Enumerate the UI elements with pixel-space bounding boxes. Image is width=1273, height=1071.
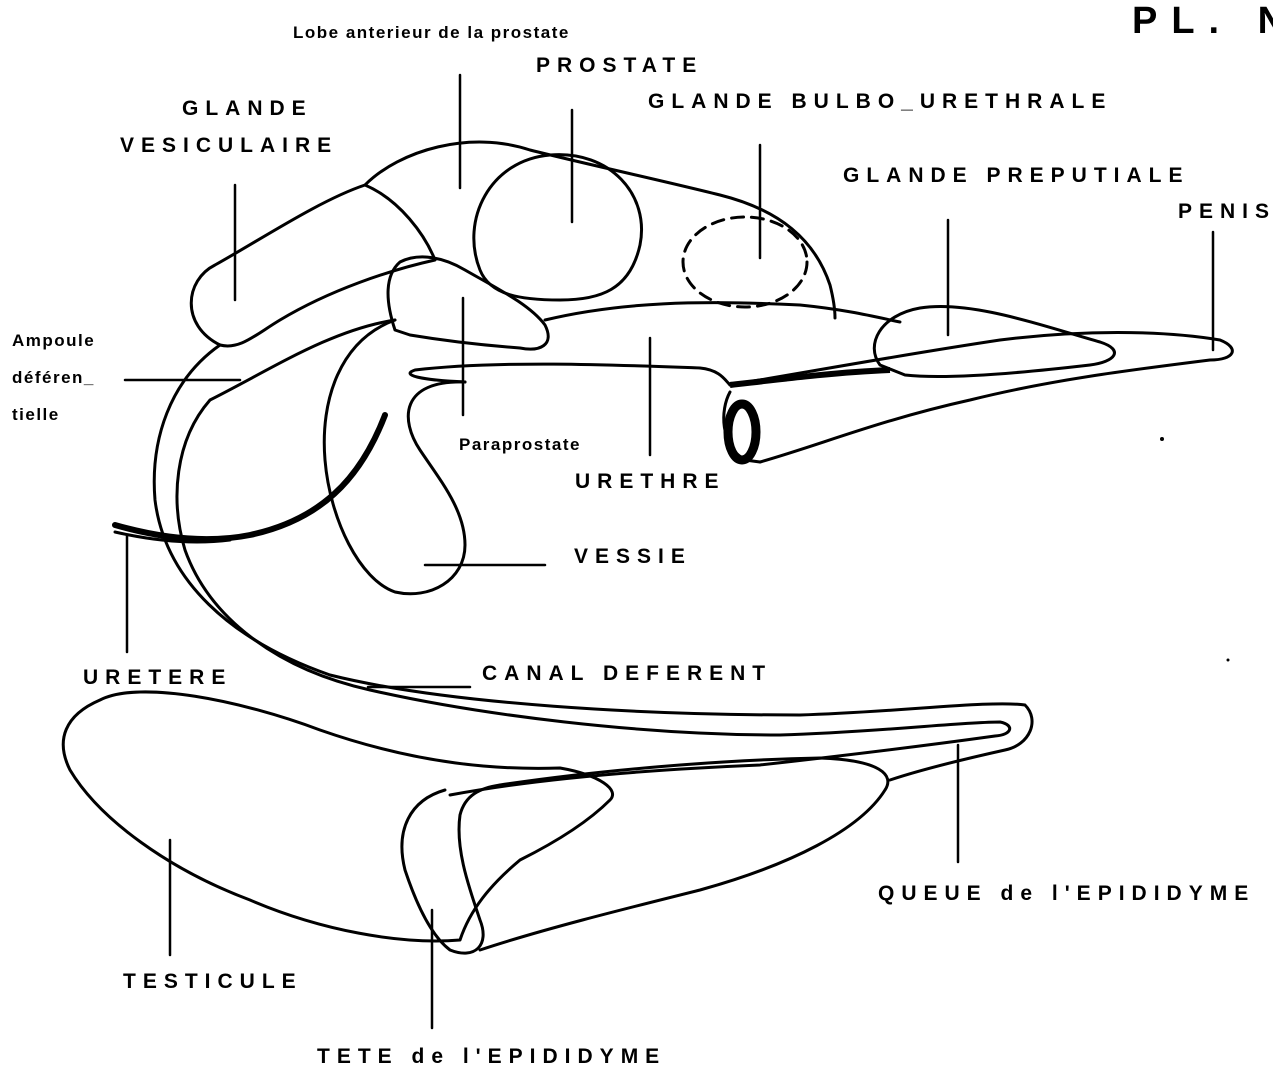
label-glande-vesiculaire-1: GLANDE — [182, 97, 313, 120]
label-ampoule-3: tielle — [12, 405, 60, 424]
stray-dot — [1227, 659, 1230, 662]
label-penis: PENIS — [1178, 200, 1273, 223]
glandular-mass-outline — [365, 142, 835, 318]
label-urethre: URETHRE — [575, 470, 726, 493]
label-glande-preputiale: GLANDE PREPUTIALE — [843, 164, 1190, 187]
stray-dot — [1160, 437, 1164, 441]
label-ampoule-2: déféren_ — [12, 368, 95, 387]
paraprostate-outline — [388, 257, 548, 349]
plate-label: PL. N — [1132, 0, 1273, 42]
label-queue-epididyme: QUEUE de l'EPIDIDYME — [878, 882, 1255, 905]
label-testicule: TESTICULE — [123, 970, 303, 993]
bulbourethral-gland-outline — [683, 217, 807, 307]
label-vessie: VESSIE — [574, 545, 692, 568]
label-lobe-anterieur: Lobe anterieur de la prostate — [293, 23, 570, 42]
label-glande-bulbo-urethrale: GLANDE BULBO_URETHRALE — [648, 90, 1112, 113]
bladder-outline — [324, 320, 465, 594]
urethra-outline — [545, 303, 900, 322]
label-glande-vesiculaire-2: VESICULAIRE — [120, 134, 338, 157]
label-tete-epididyme: TETE de l'EPIDIDYME — [317, 1045, 666, 1068]
epididymis-head-outline — [402, 785, 500, 953]
epididymis-body-outline — [480, 758, 888, 950]
testis-outline — [63, 692, 612, 941]
label-paraprostate: Paraprostate — [459, 435, 581, 454]
label-uretere: URETERE — [83, 666, 232, 689]
urethral-orifice — [728, 404, 756, 460]
label-canal-deferent: CANAL DEFERENT — [482, 662, 772, 685]
penis-shaft-outline — [730, 333, 1232, 463]
label-prostate: PROSTATE — [536, 54, 703, 77]
prostate-outline — [474, 155, 642, 300]
label-ampoule-1: Ampoule — [12, 331, 95, 350]
